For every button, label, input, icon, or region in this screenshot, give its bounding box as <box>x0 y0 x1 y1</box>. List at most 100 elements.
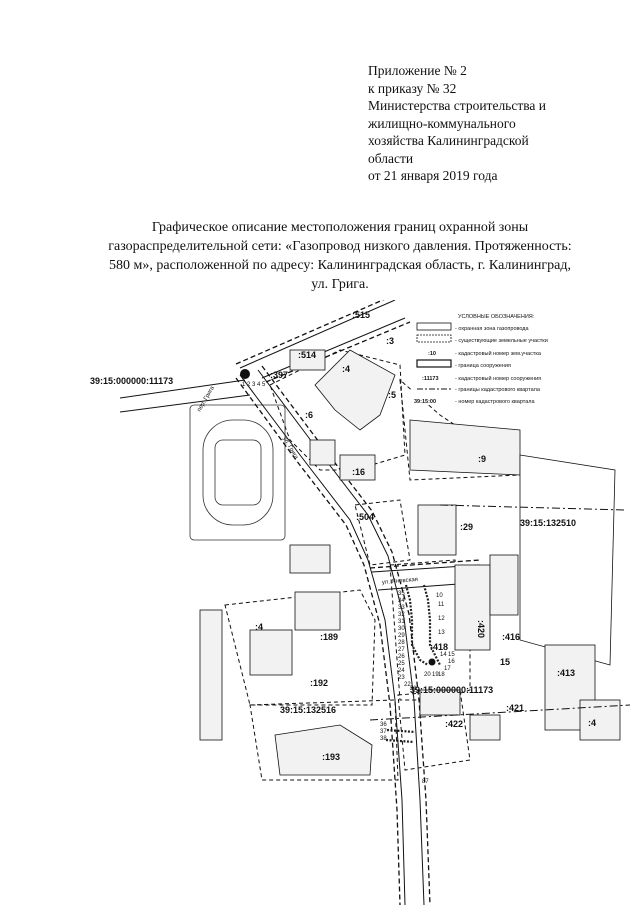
point-label: 11 <box>438 602 445 608</box>
point-cluster-south <box>428 658 436 666</box>
point-label: 87 <box>422 779 429 785</box>
point-label: 22 <box>404 682 411 688</box>
legend-item: - граница сооружения <box>455 363 511 369</box>
parcel-9: :9 <box>478 454 486 464</box>
appendix-line: к приказу № 32 <box>368 80 457 96</box>
appendix-line: Министерства строительства и <box>368 98 547 113</box>
point-label: 15 <box>448 652 455 658</box>
point-label: 13 <box>438 630 445 636</box>
point-label: 19 <box>432 672 439 678</box>
legend-sample: :11173 <box>422 376 439 382</box>
point-label: 34 <box>398 598 405 604</box>
parcel-189: :189 <box>320 632 338 642</box>
point-label: 30 <box>398 626 405 632</box>
points-top: 1 2 3 4 5 <box>242 382 266 388</box>
point-label: 37 <box>380 729 387 735</box>
parcel-422: :422 <box>445 719 463 729</box>
parcel-4a: :4 <box>342 364 350 374</box>
quarter-132516: 39:15:132516 <box>280 705 336 715</box>
parcel-6: :6 <box>305 410 313 420</box>
legend-item: - кадастровый номер зем.участка <box>455 350 542 357</box>
parcel-418: :418 <box>430 642 448 652</box>
parcel-193: :193 <box>322 752 340 762</box>
parcel-labels: :515 :514 :3 :397 :4 :5 :6 :16 :9 :504 :… <box>255 310 596 762</box>
legend-swatch-zone <box>416 322 452 331</box>
legend-item: - номер кадастрового квартала <box>455 399 536 405</box>
point-label: 31 <box>398 619 405 625</box>
point-label: 23 <box>398 675 405 681</box>
street-yanovskaya-label: ул. Яновская <box>382 577 419 586</box>
quarter-labels: 39:15:000000:11173 39:15:000000:11173 39… <box>90 376 576 715</box>
pipeline-points: 1 2 3 4 5 35 34 33 32 31 30 29 28 27 26 … <box>240 369 455 785</box>
point-label: 38 <box>380 736 387 742</box>
legend-swatch-structure <box>416 359 452 368</box>
parcel-15: 15 <box>500 657 510 667</box>
appendix-block: Приложение № 2 к приказу № 32 Министерст… <box>368 62 618 185</box>
parcel-29: :29 <box>460 522 473 532</box>
legend-item: - охранная зона газопровода <box>455 326 530 332</box>
point-label: 21 <box>410 686 417 692</box>
point-label: 33 <box>398 605 405 611</box>
point-label: 29 <box>398 633 405 639</box>
parcel-5: :5 <box>388 390 396 400</box>
quarter-left: 39:15:000000:11173 <box>90 376 173 386</box>
parcel-4c: :4 <box>588 718 596 728</box>
legend-sample: :10 <box>428 351 436 357</box>
point-label: 36 <box>380 722 387 728</box>
point-label: 18 <box>438 672 445 678</box>
street-per-grig <box>119 379 251 413</box>
document-title: Графическое описание местоположения гран… <box>80 218 600 294</box>
title-line: 580 м», расположенной по адресу: Калинин… <box>109 258 571 273</box>
quarter-bottom: 39:15:000000:11173 <box>410 685 493 695</box>
point-label: 14 <box>440 652 447 658</box>
legend-sample: 39:15:00 <box>414 399 436 405</box>
point-label: 12 <box>438 616 445 622</box>
parcel-16: :16 <box>352 467 365 477</box>
legend-item: - существующие земельные участки <box>455 338 548 344</box>
parcel-416: :416 <box>502 632 520 642</box>
title-line: Графическое описание местоположения гран… <box>151 220 529 235</box>
parcel-421: :421 <box>506 703 524 713</box>
legend-item: - границы кадастрового квартала <box>455 387 541 393</box>
point-label: 35 <box>398 591 405 597</box>
parcel-3: :3 <box>386 336 394 346</box>
point-label: 20 <box>424 672 431 678</box>
legend-title: УСЛОВНЫЕ ОБОЗНАЧЕНИЯ: <box>458 314 535 320</box>
legend-swatch-parcels <box>416 334 452 343</box>
street-per-grig-label: пер. Грига <box>197 385 217 413</box>
parcel-4b: :4 <box>255 622 263 632</box>
sports-field <box>189 404 286 541</box>
point-label: 32 <box>398 612 405 618</box>
title-line: ул. Грига. <box>311 277 369 292</box>
title-line: газораспределительной сети: «Газопровод … <box>108 239 572 254</box>
quarter-boundary <box>369 504 631 721</box>
appendix-line: Приложение № 2 <box>368 63 467 78</box>
parcel-413: :413 <box>557 668 575 678</box>
legend-item: - кадастровый номер сооружения <box>455 375 541 382</box>
parcel-420: :420 <box>476 620 486 638</box>
point-label: 26 <box>398 654 405 660</box>
map-legend: УСЛОВНЫЕ ОБОЗНАЧЕНИЯ: - охранная зона га… <box>412 310 602 405</box>
parcel-514: :514 <box>298 350 316 360</box>
point-label: 16 <box>448 659 455 665</box>
point-label: 24 <box>398 668 405 674</box>
street-north <box>235 300 411 383</box>
point-label: 25 <box>398 661 405 667</box>
appendix-line: хозяйства Калининградской <box>368 133 529 148</box>
point-cluster-top <box>240 369 250 379</box>
buildings <box>199 349 621 776</box>
cadastral-map: :515 :514 :3 :397 :4 :5 :6 :16 :9 :504 :… <box>90 300 631 905</box>
gas-pipeline-zone <box>385 584 441 744</box>
point-label: 28 <box>398 640 405 646</box>
point-label: 27 <box>398 647 405 653</box>
parcel-192: :192 <box>310 678 328 688</box>
appendix-line: от 21 января 2019 года <box>368 168 498 183</box>
parcel-397: :397 <box>270 370 288 380</box>
point-label: 10 <box>436 593 443 599</box>
appendix-line: жилищно-коммунального <box>368 115 516 131</box>
appendix-line: области <box>368 150 414 166</box>
parcel-504: :504 <box>356 512 374 522</box>
parcel-515: :515 <box>352 310 370 320</box>
point-label: 17 <box>444 666 451 672</box>
quarter-132510: 39:15:132510 <box>520 518 576 528</box>
